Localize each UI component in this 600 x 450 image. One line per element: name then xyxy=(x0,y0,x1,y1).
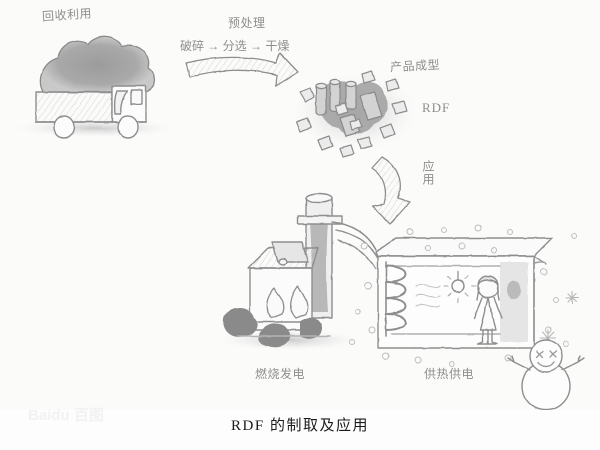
figure-caption: RDF 的制取及应用 xyxy=(231,418,369,434)
snowflake xyxy=(539,291,579,347)
snowfall xyxy=(349,224,577,371)
label-recycle: 回收利用 xyxy=(41,6,93,24)
curved-arrow-right xyxy=(185,52,299,87)
illustration-canvas: 回收利用 预处理 破碎 → 分选 → 干燥 产品成型 RDF 应用 燃烧发电 供… xyxy=(15,6,585,424)
label-combustion-power: 燃烧发电 xyxy=(255,367,306,381)
snowman xyxy=(507,339,585,410)
combustion-furnace xyxy=(220,192,360,350)
label-pretreatment: 预处理 xyxy=(228,16,266,30)
label-heat-and-power: 供热供电 xyxy=(424,367,475,381)
heated-house xyxy=(375,237,553,349)
steam-pipes xyxy=(331,221,379,269)
label-rdf: RDF xyxy=(422,100,451,115)
label-application: 应用 xyxy=(421,160,435,186)
sketch-artwork xyxy=(15,35,585,410)
garbage-truck xyxy=(15,35,175,139)
label-product-forming: 产品成型 xyxy=(389,57,441,75)
label-process-chain: 破碎 → 分选 → 干燥 xyxy=(180,39,290,53)
rdf-pellet-cluster xyxy=(293,70,417,158)
baidu-watermark: Baidu 百图 xyxy=(28,407,104,424)
curved-arrow-down xyxy=(371,156,411,225)
